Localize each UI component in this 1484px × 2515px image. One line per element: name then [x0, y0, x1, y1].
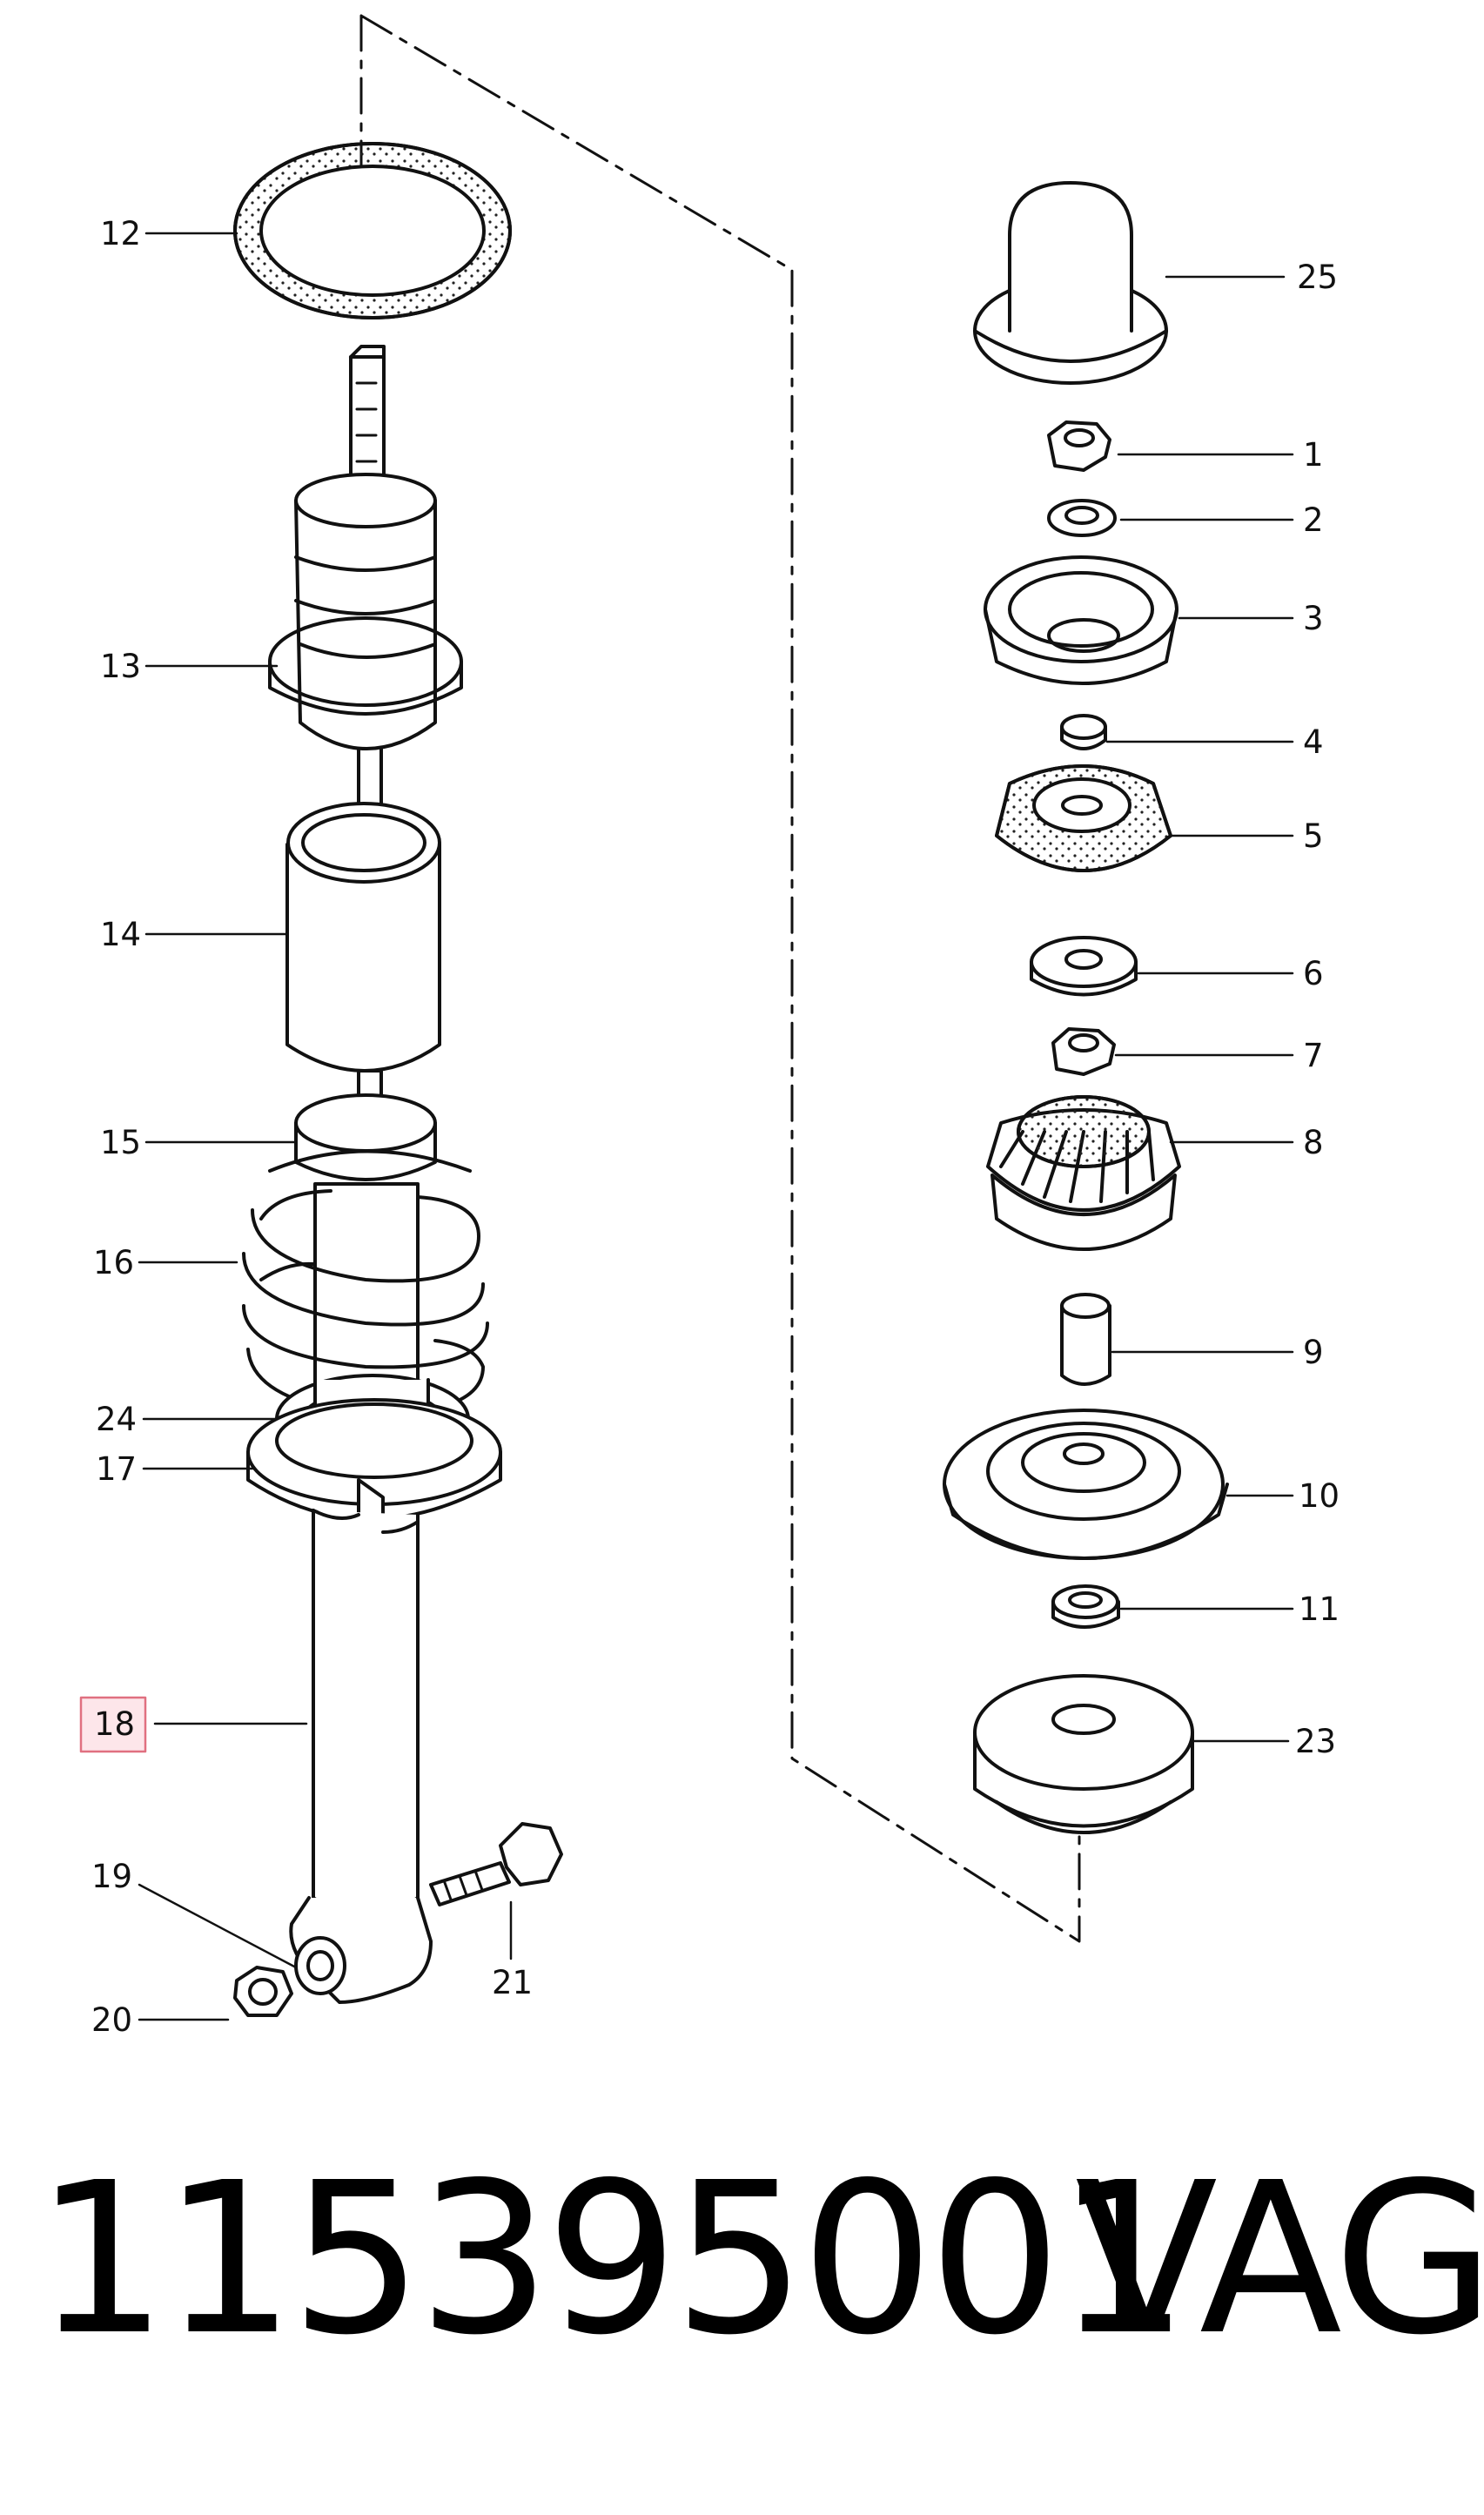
- callout-6: 6: [1303, 955, 1324, 992]
- callout-17: 17: [96, 1450, 137, 1488]
- part-13-bump-stop: [268, 473, 463, 750]
- callout-8: 8: [1303, 1124, 1324, 1161]
- brand-text: VAG: [1075, 2137, 1484, 2381]
- callout-11: 11: [1299, 1590, 1340, 1628]
- part-7-nut: [1051, 1027, 1116, 1076]
- callout-9: 9: [1303, 1334, 1324, 1371]
- callout-16: 16: [93, 1244, 134, 1281]
- callout-19: 19: [91, 1858, 132, 1895]
- callout-13: 13: [100, 648, 141, 685]
- callout-5: 5: [1303, 817, 1324, 855]
- callout-18[interactable]: 18: [94, 1705, 135, 1743]
- callout-24: 24: [96, 1401, 137, 1438]
- part-18-shock-absorber[interactable]: [312, 1509, 420, 1917]
- part-23-rubber-buffer: [973, 1674, 1194, 1834]
- lower-eye-mount: [289, 1896, 433, 2004]
- callout-12: 12: [100, 215, 141, 252]
- part-25-cap: [973, 181, 1168, 385]
- part-3-upper-cup: [984, 555, 1178, 685]
- part-number-text: 115395001: [35, 2137, 1189, 2381]
- part-17-spring-plate: [246, 1398, 502, 1534]
- callout-25: 25: [1297, 259, 1338, 296]
- leader-lines: [138, 232, 1294, 2021]
- part-8-finned-mount: [986, 1095, 1181, 1251]
- part-15-spring-seat: [294, 1093, 437, 1181]
- part-6-thick-washer: [1030, 936, 1138, 997]
- callout-4: 4: [1303, 723, 1324, 761]
- callout-14: 14: [100, 916, 141, 953]
- part-20-nut: [233, 1966, 293, 2017]
- part-5-rubber-mount: [995, 764, 1172, 872]
- callout-15: 15: [100, 1124, 141, 1161]
- callout-2: 2: [1303, 501, 1324, 539]
- callout-10: 10: [1299, 1477, 1340, 1515]
- callout-7: 7: [1303, 1037, 1324, 1074]
- part-14-protective-tube: [285, 802, 441, 1073]
- part-4-bushing: [1060, 714, 1107, 750]
- part-1-nut: [1047, 420, 1111, 472]
- callout-21: 21: [492, 1964, 533, 2001]
- part-12-ring: [233, 142, 512, 319]
- part-9-sleeve: [1060, 1293, 1111, 1386]
- callout-1: 1: [1303, 436, 1324, 474]
- part-11-bushing: [1051, 1584, 1120, 1629]
- part-2-washer: [1047, 499, 1117, 537]
- part-10-large-plate: [943, 1409, 1229, 1560]
- callout-labels: 12 13 14 15 16 24 17 18 19 20 21 25 1 2 …: [91, 215, 1340, 2039]
- callout-3: 3: [1303, 600, 1324, 637]
- callout-18-highlight: [79, 1696, 147, 1753]
- assembly-dash-line: [359, 14, 1081, 1943]
- callout-23: 23: [1295, 1723, 1336, 1760]
- part-21-bolt: [429, 1822, 563, 1906]
- callout-20: 20: [91, 2001, 132, 2039]
